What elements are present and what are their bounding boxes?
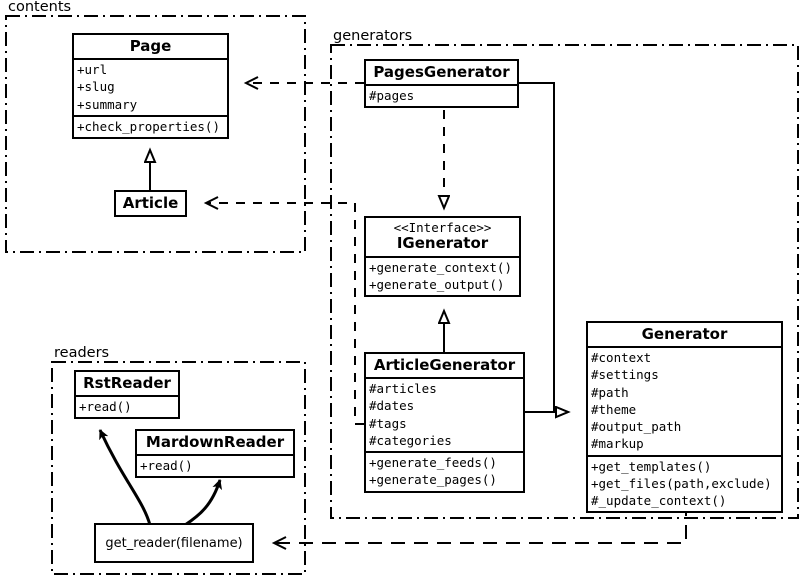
operation-item: +generate_pages() xyxy=(369,472,497,488)
operation-item: +read() xyxy=(79,399,132,415)
attribute-item: +slug xyxy=(77,79,115,95)
operation-item: +generate_context() xyxy=(369,259,512,275)
operation-item: +generate_output() xyxy=(369,276,505,292)
operation-item: +generate_feeds() xyxy=(369,455,497,471)
relation-pagesgenerator-to-generator xyxy=(519,82,568,412)
attribute-item: +url xyxy=(77,62,108,78)
class-box-generator[interactable]: Generator #context #settings #path #them… xyxy=(586,321,783,514)
class-operations-page: +check_properties() xyxy=(74,117,227,137)
class-operations-rstreader: +read() xyxy=(76,397,178,417)
package-label-contents: contents xyxy=(6,0,74,15)
operation-item: +check_properties() xyxy=(77,118,220,134)
function-box-get-reader[interactable]: get_reader(filename) xyxy=(94,523,254,563)
class-name-text-igenerator: IGenerator xyxy=(396,234,489,253)
class-operations-mardownreader: +read() xyxy=(137,456,293,476)
operation-item: #_update_context() xyxy=(591,493,727,509)
class-name-mardownreader: MardownReader xyxy=(137,431,293,457)
class-box-pagesgenerator[interactable]: PagesGenerator #pages xyxy=(364,59,519,109)
attribute-item: #markup xyxy=(591,436,644,452)
class-stereotype-igenerator: <<Interface>> xyxy=(393,220,492,235)
class-operations-generator: +get_templates() +get_files(path,exclude… xyxy=(588,457,781,512)
class-box-mardownreader[interactable]: MardownReader +read() xyxy=(135,429,295,479)
class-attributes-generator: #context #settings #path #theme #output_… xyxy=(588,348,781,457)
attribute-item: #dates xyxy=(369,398,415,414)
attribute-item: #context xyxy=(591,350,652,366)
class-operations-articlegenerator: +generate_feeds() +generate_pages() xyxy=(366,453,523,491)
class-name-rstreader: RstReader xyxy=(76,372,178,398)
class-box-rstreader[interactable]: RstReader +read() xyxy=(74,370,180,420)
class-name-articlegenerator: ArticleGenerator xyxy=(366,354,523,380)
class-box-articlegenerator[interactable]: ArticleGenerator #articles #dates #tags … xyxy=(364,352,525,493)
class-name-pagesgenerator: PagesGenerator xyxy=(366,61,517,87)
attribute-item: #output_path xyxy=(591,419,682,435)
attribute-item: +summary xyxy=(77,96,138,112)
class-box-page[interactable]: Page +url +slug +summary +check_properti… xyxy=(72,33,229,140)
attribute-item: #articles xyxy=(369,381,437,397)
package-label-readers: readers xyxy=(52,345,112,361)
attribute-item: #settings xyxy=(591,367,659,383)
class-attributes-articlegenerator: #articles #dates #tags #categories xyxy=(366,379,523,454)
class-operations-igenerator: +generate_context() +generate_output() xyxy=(366,258,519,296)
class-name-generator: Generator xyxy=(588,323,781,349)
class-name-article: Article xyxy=(122,194,179,212)
attribute-item: #theme xyxy=(591,401,637,417)
class-box-article[interactable]: Article xyxy=(114,190,187,218)
class-attributes-pagesgenerator: #pages xyxy=(366,86,517,106)
attribute-item: #pages xyxy=(369,88,415,104)
class-name-page: Page xyxy=(74,35,227,61)
class-attributes-page: +url +slug +summary xyxy=(74,60,227,117)
relation-articlegenerator-to-article xyxy=(203,196,364,425)
operation-item: +read() xyxy=(140,458,193,474)
attribute-item: #path xyxy=(591,384,629,400)
operation-item: +get_templates() xyxy=(591,458,712,474)
class-box-igenerator[interactable]: <<Interface>> IGenerator +generate_conte… xyxy=(364,216,521,298)
relation-get_reader-to-mardownreader xyxy=(184,479,223,527)
class-name-igenerator: <<Interface>> IGenerator xyxy=(366,218,519,258)
function-label-get-reader: get_reader(filename) xyxy=(105,535,243,551)
attribute-item: #categories xyxy=(369,432,452,448)
operation-item: +get_files(path,exclude) xyxy=(591,475,772,491)
attribute-item: #tags xyxy=(369,415,407,431)
package-label-generators: generators xyxy=(331,28,415,44)
